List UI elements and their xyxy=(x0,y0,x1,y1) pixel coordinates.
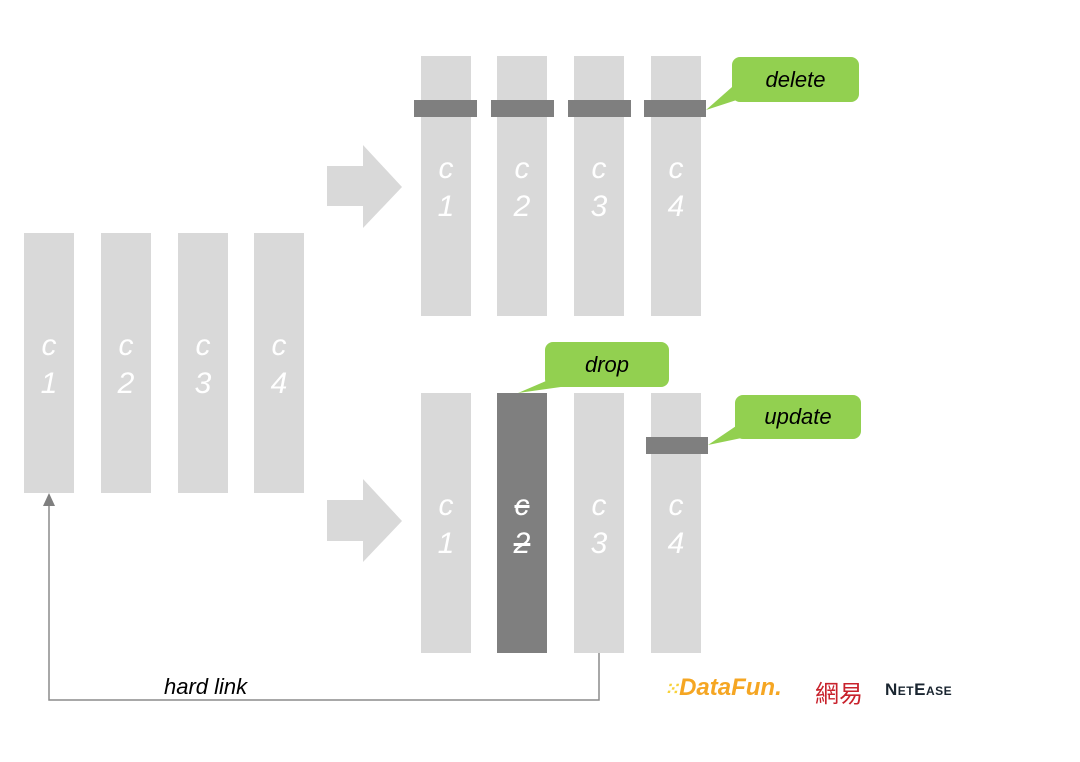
hard-link-line xyxy=(48,505,600,701)
netease-logo-cn: 網易 xyxy=(815,681,863,708)
update-row-marker xyxy=(646,437,708,454)
column-label-index: 3 xyxy=(590,190,608,223)
column-label-index: 4 xyxy=(667,527,685,560)
column-label-name: c xyxy=(271,329,287,362)
column-label-index: 3 xyxy=(590,527,608,560)
column-label-index: 3 xyxy=(194,367,212,400)
column-label-index: 1 xyxy=(437,527,455,560)
column-label-index: 2 xyxy=(117,367,135,400)
hard-link-label: hard link xyxy=(164,674,248,699)
column-label-name: c xyxy=(668,152,684,185)
column-label-index: 2 xyxy=(513,527,531,560)
datafun-logo: ⁙DataFun. xyxy=(664,674,782,701)
column-label-index: 1 xyxy=(437,190,455,223)
column-label-index: 1 xyxy=(40,367,58,400)
column-label-name: c xyxy=(514,489,530,522)
column-label-name: c xyxy=(195,329,211,362)
column-label-index: 2 xyxy=(513,190,531,223)
column-label-index: 4 xyxy=(667,190,685,223)
delete-row-marker-1 xyxy=(414,100,477,117)
column-label-index: 4 xyxy=(270,367,288,400)
arrow-to-top-branch-icon xyxy=(327,145,402,228)
drop-callout: drop xyxy=(545,342,669,387)
datafun-dots-icon: ⁙ xyxy=(664,679,680,699)
delete-callout: delete xyxy=(732,57,859,102)
column-label-name: c xyxy=(41,329,57,362)
delete-row-marker-3 xyxy=(568,100,631,117)
column-label-name: c xyxy=(668,489,684,522)
delete-row-marker-4 xyxy=(644,100,706,117)
column-label-name: c xyxy=(118,329,134,362)
column-label-name: c xyxy=(438,489,454,522)
hard-link-arrowhead-icon xyxy=(43,493,55,506)
delete-row-marker-2 xyxy=(491,100,554,117)
column-label-name: c xyxy=(438,152,454,185)
netease-logo-en: NetEase xyxy=(885,680,953,699)
column-label-name: c xyxy=(514,152,530,185)
update-callout: update xyxy=(735,395,861,439)
column-label-name: c xyxy=(591,489,607,522)
column-label-name: c xyxy=(591,152,607,185)
arrow-to-bottom-branch-icon xyxy=(327,479,402,562)
